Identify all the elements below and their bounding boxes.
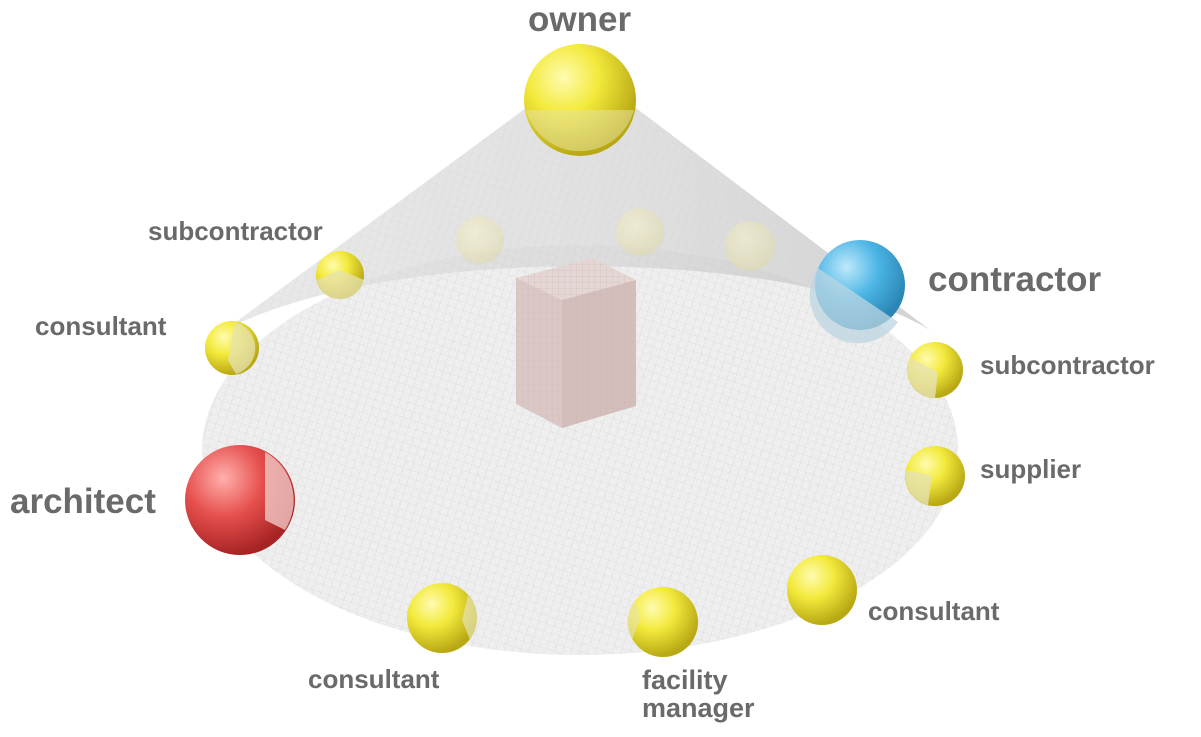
cone-base: [202, 245, 958, 655]
owner-label: owner: [528, 0, 632, 39]
owner-sphere-icon: [524, 44, 636, 156]
project-cube-icon: [516, 258, 636, 428]
cone-surface: [225, 108, 930, 330]
facility-manager-sphere-icon: [627, 587, 698, 657]
subcontractor-right-label: subcontractor: [980, 350, 1155, 380]
supplier-label: supplier: [980, 454, 1082, 484]
supplier-sphere-icon: [905, 446, 965, 506]
consultant-bottom-label: consultant: [308, 664, 440, 694]
subcontractor-right-sphere-icon: [907, 342, 963, 398]
contractor-sphere-icon: [809, 240, 905, 344]
subcontractor-left-label: subcontractor: [148, 216, 323, 246]
subcontractor-left-sphere-icon: [316, 251, 364, 300]
consultant-right-label: consultant: [868, 596, 1000, 626]
background-participant-spheres: [456, 208, 775, 271]
consultant-bottom-sphere-icon: [407, 583, 478, 653]
consultant-right-sphere-icon: [787, 555, 857, 625]
contractor-label: contractor: [928, 260, 1102, 299]
facility-manager-label: facility manager: [642, 665, 755, 724]
architect-sphere-icon: [185, 445, 295, 555]
consultant-left-label: consultant: [35, 311, 167, 341]
consultant-left-sphere-icon: [205, 321, 259, 375]
architect-label: architect: [10, 482, 156, 521]
